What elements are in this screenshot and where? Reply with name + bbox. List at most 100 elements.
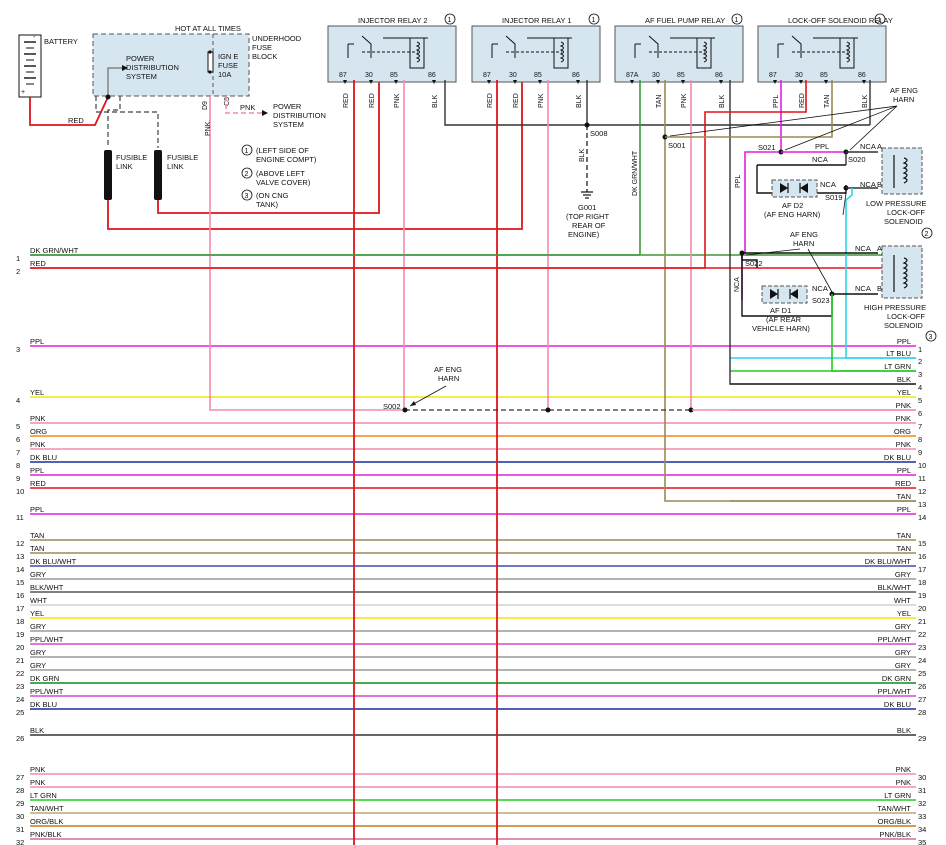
wire-right-label: DK BLU xyxy=(884,700,911,709)
svg-text:D9: D9 xyxy=(202,101,209,110)
relay-location-number: 1 xyxy=(592,17,596,24)
wire-right-number: 9 xyxy=(918,448,922,457)
wire-right-number: 25 xyxy=(918,669,926,678)
wire-right-number: 19 xyxy=(918,591,926,600)
wire-left-number: 15 xyxy=(16,578,24,587)
wire-right-number: 3 xyxy=(918,370,922,379)
svg-text:(ON CNG: (ON CNG xyxy=(256,191,289,200)
svg-text:FUSE: FUSE xyxy=(252,43,272,52)
wire-right-label: TAN xyxy=(897,531,911,540)
wire-right-label: PPL/WHT xyxy=(878,687,912,696)
svg-text:B: B xyxy=(877,284,882,293)
svg-text:FUSIBLE: FUSIBLE xyxy=(167,153,198,162)
wire-right-number: 26 xyxy=(918,682,926,691)
svg-text:2: 2 xyxy=(925,231,929,238)
wire-right-number: 30 xyxy=(918,773,926,782)
wire-left-label: RED xyxy=(30,259,46,268)
relay-wire-color: BLK xyxy=(719,94,726,108)
svg-text:(AF ENG HARN): (AF ENG HARN) xyxy=(764,210,821,219)
svg-text:PPL: PPL xyxy=(735,175,742,188)
wire-left-label: PPL xyxy=(30,337,44,346)
svg-text:(AF REAR: (AF REAR xyxy=(766,315,802,324)
wire-left-number: 8 xyxy=(16,461,20,470)
svg-text:PNK: PNK xyxy=(205,121,212,136)
wire-right-label: WHT xyxy=(894,596,911,605)
wire-right-label: GRY xyxy=(895,661,911,670)
wire-right-label: YEL xyxy=(897,388,911,397)
svg-text:POWER: POWER xyxy=(126,54,155,63)
wire-left-number: 29 xyxy=(16,799,24,808)
wire-left-label: YEL xyxy=(30,609,44,618)
wire-left-label: PNK/BLK xyxy=(30,830,62,839)
wire-right-number: 22 xyxy=(918,630,926,639)
wire-left-number: 32 xyxy=(16,838,24,845)
svg-text:NCA: NCA xyxy=(820,180,836,189)
svg-text:NCA: NCA xyxy=(855,244,871,253)
svg-text:LOW PRESSURE: LOW PRESSURE xyxy=(866,199,926,208)
splice-s002: S002 xyxy=(383,402,401,411)
wire-left-number: 25 xyxy=(16,708,24,717)
wire-left-label: ORG/BLK xyxy=(30,817,63,826)
wire-left-label: DK BLU xyxy=(30,453,57,462)
svg-text:PNK: PNK xyxy=(240,103,255,112)
wire-right-number: 20 xyxy=(918,604,926,613)
relay-wire-color: PNK xyxy=(681,93,688,108)
relay-pin-number: 30 xyxy=(652,72,660,79)
svg-text:SYSTEM: SYSTEM xyxy=(273,120,304,129)
wire-right-number: 29 xyxy=(918,734,926,743)
wire-right-number: 32 xyxy=(918,799,926,808)
wire-left-number: 30 xyxy=(16,812,24,821)
relay-wire-color: RED xyxy=(369,93,376,108)
wire-left-label: TAN xyxy=(30,544,44,553)
svg-text:HIGH PRESSURE: HIGH PRESSURE xyxy=(864,303,926,312)
svg-text:NCA: NCA xyxy=(734,277,741,292)
fuse-label: IGN E xyxy=(218,52,238,61)
wire-right-number: 14 xyxy=(918,513,926,522)
wire-right-number: 17 xyxy=(918,565,926,574)
wire-left-number: 17 xyxy=(16,604,24,613)
wire-left-label: RED xyxy=(30,479,46,488)
wire-right-number: 27 xyxy=(918,695,926,704)
splice-s008: S008 xyxy=(590,129,608,138)
splice-s019: S019 xyxy=(825,193,843,202)
svg-text:A: A xyxy=(877,142,882,151)
svg-text:(LEFT SIDE OF: (LEFT SIDE OF xyxy=(256,146,309,155)
relay-pin-number: 87 xyxy=(483,72,491,79)
ground-g001: G001 xyxy=(578,203,596,212)
relay-wire-color: DK GRN/WHT xyxy=(632,150,639,196)
svg-text:2: 2 xyxy=(245,171,249,178)
svg-text:B: B xyxy=(877,180,882,189)
wire-right-label: PNK xyxy=(896,401,911,410)
svg-text:FUSIBLE: FUSIBLE xyxy=(116,153,147,162)
svg-text:BLK: BLK xyxy=(579,148,586,162)
wire-right-number: 31 xyxy=(918,786,926,795)
wire-left-label: PNK xyxy=(30,440,45,449)
wire-right-label: PNK xyxy=(896,778,911,787)
wire-right-label: PNK xyxy=(896,765,911,774)
svg-text:3: 3 xyxy=(245,193,249,200)
svg-text:TANK): TANK) xyxy=(256,200,278,209)
relay-pin-number: 30 xyxy=(509,72,517,79)
wire-right-label: DK BLU/WHT xyxy=(865,557,912,566)
relay-pin-number: 30 xyxy=(795,72,803,79)
wire-right-number: 12 xyxy=(918,487,926,496)
wire-right-number: 21 xyxy=(918,617,926,626)
wire-left-label: GRY xyxy=(30,622,46,631)
wire-left-label: GRY xyxy=(30,648,46,657)
